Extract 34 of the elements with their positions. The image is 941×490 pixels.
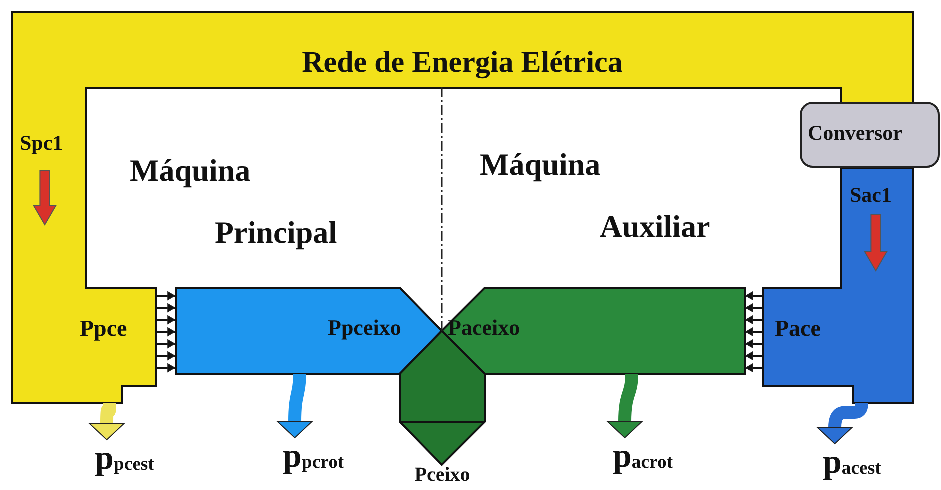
- small-arrow: [157, 316, 176, 324]
- shaft-label: Pceixo: [414, 464, 472, 486]
- small-arrow: [157, 340, 176, 348]
- machine-label: Máquina Auxiliar: [480, 146, 712, 246]
- flow-label: Spc1: [20, 132, 64, 156]
- converter-label: Conversor: [808, 122, 902, 146]
- small-arrow: [746, 352, 762, 360]
- converter-box: [800, 102, 940, 168]
- loss-arrow: [278, 374, 312, 438]
- flow-label: Ppceixo: [328, 316, 402, 340]
- flow-label: Sac1: [850, 184, 892, 208]
- small-arrow: [157, 292, 176, 300]
- small-arrow: [157, 364, 176, 372]
- power-flow-band: [176, 288, 442, 374]
- flow-label: Pace: [775, 316, 821, 342]
- flow-label: Ppce: [80, 316, 128, 342]
- loss-arrow: [608, 374, 642, 438]
- small-arrow: [746, 316, 762, 324]
- power-flow-band: [763, 168, 913, 403]
- small-arrow: [157, 328, 176, 336]
- small-arrow: [157, 304, 176, 312]
- small-arrow: [746, 340, 762, 348]
- small-arrow: [746, 364, 762, 372]
- loss-arrow: [818, 402, 868, 444]
- small-arrow: [746, 304, 762, 312]
- power-flow-band: [442, 288, 745, 374]
- loss-arrow: [90, 402, 124, 440]
- machine-label: Máquina Principal: [130, 152, 338, 252]
- band-title: Rede de Energia Elétrica: [301, 46, 624, 79]
- power-grid-band: [12, 12, 913, 403]
- small-arrow: [746, 292, 762, 300]
- small-arrow: [157, 352, 176, 360]
- flow-label: Paceixo: [448, 316, 520, 340]
- small-arrow: [746, 328, 762, 336]
